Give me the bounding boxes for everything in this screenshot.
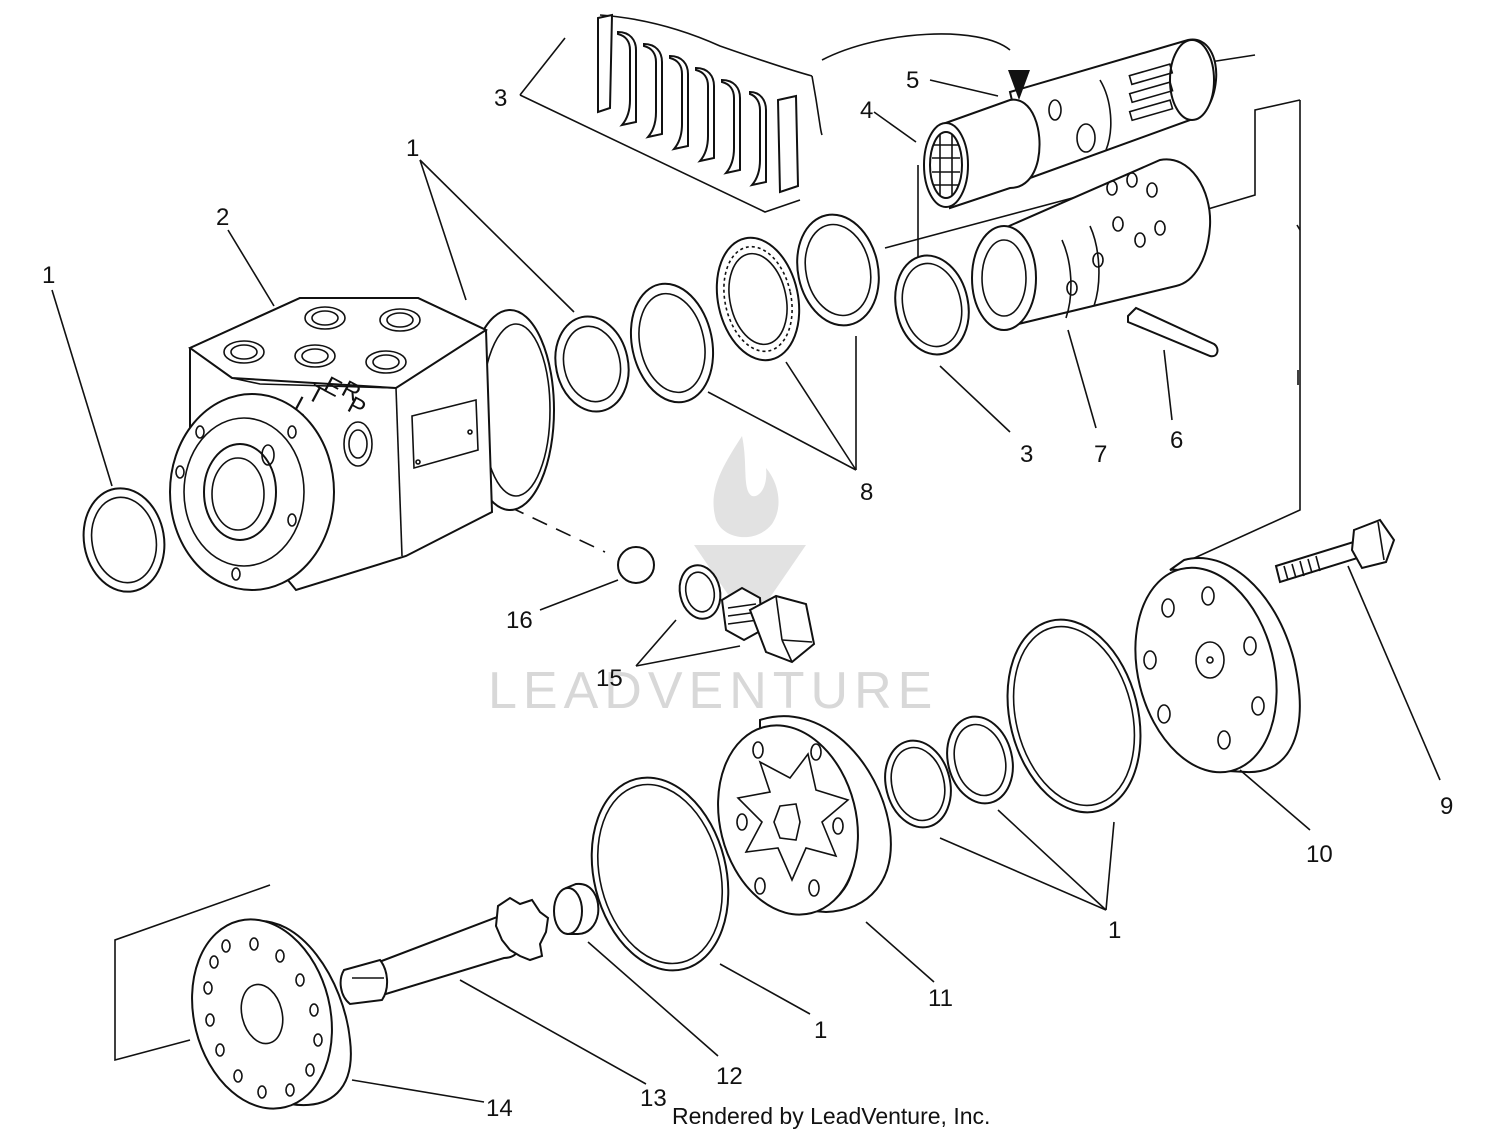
- render-credit: Rendered by LeadVenture, Inc.: [672, 1103, 990, 1129]
- callout-leader-lines: [51, 79, 1441, 1103]
- part-1-seal-ring-lower-a: [946, 715, 1014, 805]
- part-6-pin: [1127, 306, 1219, 358]
- part-3-centering-ring: [894, 254, 970, 356]
- callout-9-cap-screw: 9: [1440, 793, 1453, 820]
- part-1-gerotor-seal: [590, 776, 730, 972]
- part-4-spool: [923, 98, 1041, 210]
- part-15-plug-and-washer: [678, 564, 816, 664]
- callout-1-gerotor-seal: 1: [814, 1017, 827, 1044]
- callout-16-check-ball: 16: [506, 607, 533, 634]
- part-14-wear-plate: [191, 918, 352, 1110]
- callout-3-spring-stack: 3: [494, 85, 507, 112]
- part-16-check-ball: [617, 546, 655, 584]
- assembly-arrow-icon: [1008, 70, 1030, 100]
- callout-1-seals-upper: 1: [406, 135, 419, 162]
- watermark-flame-icon: [713, 436, 779, 538]
- callout-1-housing-seal: 1: [42, 262, 55, 289]
- part-7-sleeve: [971, 158, 1212, 331]
- watermark-chevron-icon: [694, 545, 806, 612]
- callout-5-sleeve: 5: [906, 67, 919, 94]
- callout-labels: 1 2 1 3 4 5 3 7 6 8 16 15 9 10 1 11 1 12…: [42, 67, 1453, 1122]
- part-13-drive-shaft: [339, 896, 550, 1006]
- part-3-spring-stack: [597, 13, 800, 194]
- callout-1-seals-lower: 1: [1108, 917, 1121, 944]
- callout-14-wear-plate: 14: [486, 1095, 513, 1122]
- part-8-thrust-washer: [629, 282, 715, 404]
- part-1-housing-seal: [82, 487, 166, 593]
- part-10-end-cap: [1134, 557, 1301, 774]
- callout-6-pin: 6: [1170, 427, 1183, 454]
- callout-4-spool: 4: [860, 97, 873, 124]
- part-8-bearing-race: [796, 213, 880, 327]
- callout-11-gerotor: 11: [928, 985, 953, 1012]
- watermark-text: LEADVENTURE: [488, 662, 938, 720]
- part-12-spacer: [553, 882, 600, 935]
- part-2-valve-housing: T E R L P: [169, 297, 555, 592]
- callout-13-drive-shaft: 13: [640, 1085, 667, 1112]
- callout-7-sleeve: 7: [1094, 441, 1107, 468]
- part-1-seal-ring: [554, 315, 630, 413]
- part-1-end-cap-seal: [1006, 618, 1142, 814]
- callout-3-centering-ring: 3: [1020, 441, 1033, 468]
- part-11-gerotor-set: [717, 715, 892, 916]
- callout-15-plug: 15: [596, 665, 623, 692]
- watermark: LEADVENTURE: [488, 436, 938, 720]
- part-8-thrust-bearing: [715, 236, 801, 362]
- part-9-cap-screw: [1274, 518, 1396, 584]
- part-5-sleeve: [1008, 38, 1218, 180]
- callout-8-bearing-set: 8: [860, 479, 873, 506]
- callout-10-end-cap: 10: [1306, 841, 1333, 868]
- callout-2-valve-housing: 2: [216, 204, 229, 231]
- part-1-seal-ring-lower-b: [884, 739, 952, 829]
- callout-12-spacer: 12: [716, 1063, 743, 1090]
